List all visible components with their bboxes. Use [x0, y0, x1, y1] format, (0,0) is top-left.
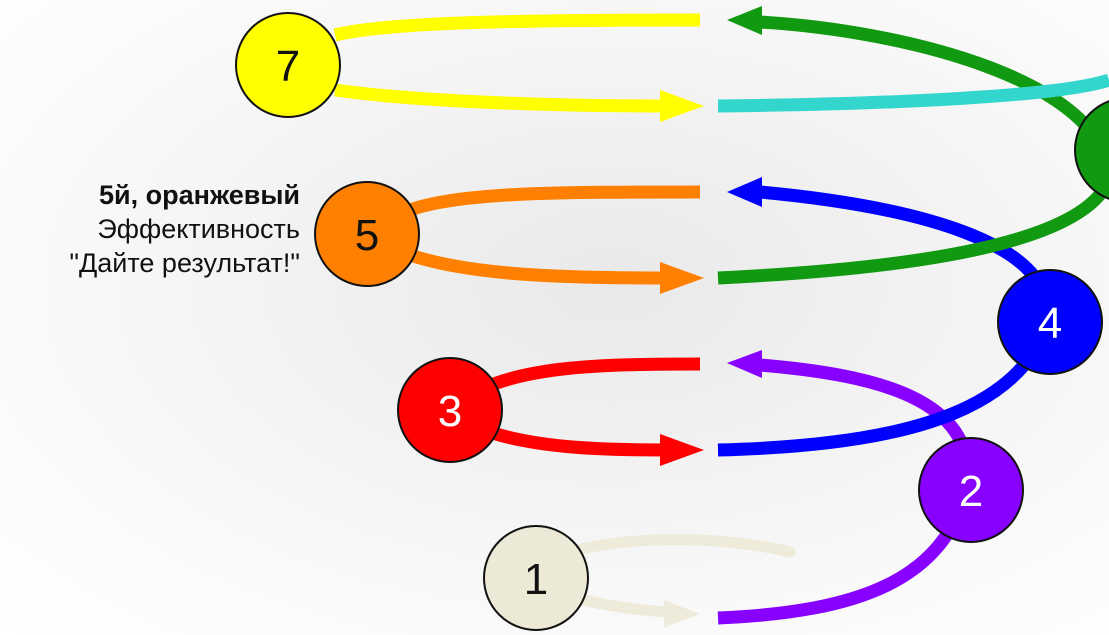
node-3-label: 3 [438, 387, 462, 436]
orange-arrowhead [660, 262, 704, 294]
beige-loop-lower [573, 592, 666, 618]
turquoise-spiral-line [717, 73, 1109, 113]
blue-arrowhead [727, 177, 762, 207]
orange-loop-upper [407, 185, 701, 217]
node-6 [1074, 100, 1109, 200]
caption-line-2: "Дайте результат!" [69, 248, 300, 278]
node-7-label: 7 [276, 42, 300, 91]
purple-arrowhead [727, 350, 762, 378]
node-4-label: 4 [1038, 299, 1062, 348]
node-1: 1 [483, 525, 589, 631]
node-1-label: 1 [524, 555, 548, 604]
orange-loop-lower [407, 248, 666, 285]
green-spiral-line [717, 15, 1109, 285]
node-3: 3 [397, 357, 503, 463]
node-4: 4 [997, 269, 1103, 375]
node-5: 5 [314, 181, 420, 287]
red-arrowhead [660, 434, 704, 466]
beige-arrowhead [664, 600, 700, 628]
node-5-label: 5 [355, 211, 379, 260]
node-7: 7 [235, 12, 341, 118]
yellow-arrowhead [660, 90, 704, 122]
caption-line-1: Эффективность [97, 214, 300, 244]
node-2: 2 [918, 437, 1024, 543]
red-loop-upper [466, 357, 701, 401]
yellow-loop-upper [333, 13, 701, 42]
caption-title: 5й, оранжевый [99, 180, 300, 210]
yellow-loop-lower [334, 83, 666, 113]
orange-level-caption: 5й, оранжевый Эффективность "Дайте резул… [69, 178, 300, 280]
beige-loop-upper [554, 534, 796, 561]
green-arrowhead [727, 6, 762, 35]
node-2-label: 2 [959, 467, 983, 516]
red-loop-lower [475, 421, 666, 457]
